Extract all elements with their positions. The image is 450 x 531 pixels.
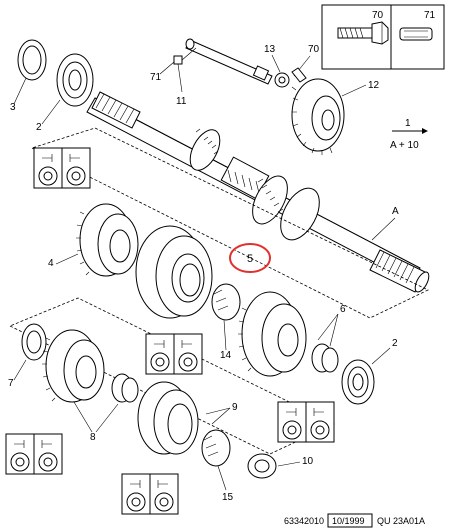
gear-orientation-icons-lower-left: [5, 433, 63, 475]
reference-arrow: 1 A + 10: [390, 118, 428, 151]
callout-A: A: [392, 206, 399, 217]
callout-9: 9: [232, 402, 238, 413]
reference-note: A + 10: [390, 140, 419, 151]
footer: 63342010 10/1999 QU 23A01A: [284, 513, 425, 528]
gear-6: [238, 291, 307, 377]
subassembly-outline-upper: [30, 127, 429, 319]
primary-shaft: [86, 91, 430, 293]
dowel-pin-part-icon: [399, 27, 433, 41]
gear-4: [76, 203, 139, 277]
callout-13: 13: [264, 44, 276, 55]
bushing-8: [111, 373, 139, 403]
callout-14: 14: [220, 350, 232, 361]
bearing-2-right: [341, 359, 375, 405]
footer-code: QU 23A01A: [377, 516, 425, 526]
callout-5: 5: [247, 253, 253, 265]
synchro-hub-9: [137, 381, 199, 455]
callout-15: 15: [222, 492, 234, 503]
callout-70-inset: 70: [372, 10, 384, 21]
callout-3: 3: [10, 102, 16, 113]
spacer-ring: [311, 343, 339, 373]
callout-7: 7: [8, 378, 14, 389]
gear-12: [291, 78, 345, 155]
gear-orientation-icons-middle: [145, 333, 203, 375]
bearing-2-top: [56, 53, 94, 107]
gear-orientation-icons-right: [277, 401, 335, 443]
callout-1: 1: [405, 118, 411, 129]
gear-8: [42, 329, 105, 403]
washer-3: [17, 39, 47, 81]
nut-10: [247, 453, 277, 479]
bolt-part-icon: [337, 21, 389, 45]
selector-rod-11: [185, 38, 273, 85]
footer-date: 10/1999: [332, 516, 365, 526]
callout-2-top: 2: [36, 122, 42, 133]
callout-12: 12: [368, 80, 380, 91]
footer-ref: 63342010: [284, 516, 324, 526]
washer-7: [21, 323, 47, 361]
callout-2-right: 2: [392, 338, 398, 349]
nut-13: [274, 72, 290, 88]
callout-71-inset: 71: [424, 10, 436, 21]
highlight-circle: [229, 243, 271, 273]
needle-bearing-14: [211, 283, 241, 321]
callout-6: 6: [340, 304, 346, 315]
gear-orientation-icons-upper: [33, 147, 91, 189]
callout-71: 71: [150, 72, 162, 83]
gear-orientation-icons-bottom: [121, 473, 179, 515]
fastener-inset-box: [321, 4, 445, 70]
callout-10: 10: [302, 456, 314, 467]
callout-70: 70: [308, 44, 320, 55]
callout-11: 11: [176, 96, 187, 107]
needle-bearing-15: [201, 429, 231, 467]
synchro-hub-5: [135, 225, 213, 319]
callout-8: 8: [90, 432, 96, 443]
callout-4: 4: [48, 258, 54, 269]
